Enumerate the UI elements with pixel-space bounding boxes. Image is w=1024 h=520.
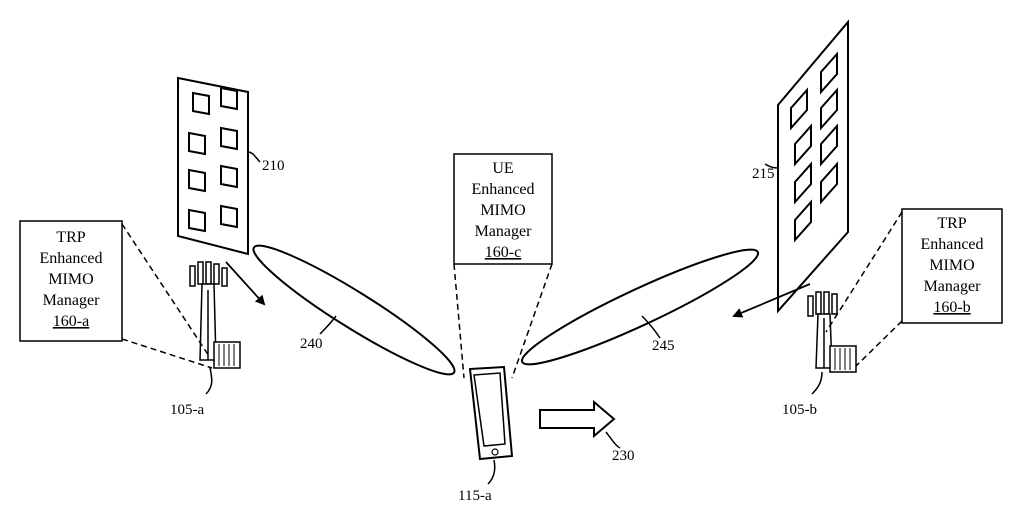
- motion-arrow-230: 230: [539, 399, 635, 464]
- antenna-panel-right: 215: [752, 19, 849, 314]
- label-105b: 105-b: [782, 402, 817, 418]
- trp-manager-right-box: [901, 208, 1003, 324]
- ue-line4: Manager: [475, 223, 533, 240]
- beam-ellipse-left: [252, 244, 456, 376]
- leader-245: [641, 315, 661, 339]
- label-240: 240: [300, 336, 323, 352]
- trp-manager-left: TRP Enhanced MIMO Manager 160-a: [19, 220, 213, 369]
- trp-manager-left-box: [19, 220, 123, 342]
- ue-line1: UE: [492, 160, 513, 177]
- leader-115a: [487, 459, 496, 485]
- trp-right-line1: TRP: [937, 215, 966, 232]
- antenna-panel-left: 210: [177, 76, 285, 256]
- ue-line3: MIMO: [480, 202, 525, 219]
- trp-left-line4: Manager: [43, 292, 101, 309]
- beam-245: 245: [520, 248, 760, 366]
- leader-215: [764, 163, 779, 169]
- label-215: 215: [752, 166, 775, 182]
- trp-right-line3: MIMO: [929, 257, 974, 274]
- dashed-link-left-bottom: [121, 338, 213, 369]
- trp-manager-right: TRP Enhanced MIMO Manager 160-b: [825, 208, 1003, 367]
- trp-right-ref: 160-b: [933, 299, 970, 316]
- ue-manager: UE Enhanced MIMO Manager 160-c: [453, 153, 553, 379]
- phone-screen: [473, 372, 506, 447]
- dashed-link-left-top: [121, 223, 210, 357]
- trp-left-line3: MIMO: [48, 271, 93, 288]
- ue-device: 115-a: [458, 365, 514, 504]
- ue-ref: 160-c: [485, 244, 521, 261]
- base-station-left: 105-a: [170, 261, 266, 418]
- beam-240: 240: [252, 244, 456, 376]
- label-105a: 105-a: [170, 402, 204, 418]
- dashed-link-ue-left: [453, 263, 465, 379]
- equipment-box-right: [829, 345, 857, 373]
- tower-antennas-left: [189, 261, 228, 287]
- leader-230: [605, 431, 621, 449]
- trp-right-line2: Enhanced: [920, 236, 983, 253]
- phone-home-button: [491, 448, 499, 456]
- leader-210: [247, 151, 261, 163]
- label-210: 210: [262, 158, 285, 174]
- leader-240: [319, 315, 337, 335]
- trp-left-ref: 160-a: [53, 313, 89, 330]
- tower-antennas-right: [807, 291, 838, 317]
- trp-left-line2: Enhanced: [39, 250, 102, 267]
- antenna-elements-left: [188, 86, 238, 233]
- trp-right-line4: Manager: [924, 278, 982, 295]
- beam-arrow-right: [732, 283, 811, 318]
- dashed-link-right-top: [825, 211, 903, 333]
- ue-manager-box: [453, 153, 553, 265]
- label-245: 245: [652, 338, 675, 354]
- antenna-elements-right: [790, 51, 838, 243]
- leader-105b: [811, 371, 823, 395]
- equipment-box-left: [213, 341, 241, 369]
- motion-arrow: [539, 399, 616, 439]
- base-station-right: 105-b: [732, 283, 857, 418]
- ue-line2: Enhanced: [471, 181, 534, 198]
- leader-105a: [205, 367, 213, 395]
- trp-left-line1: TRP: [56, 229, 85, 246]
- dashed-link-ue-right: [511, 263, 553, 379]
- beam-arrow-left: [225, 261, 266, 306]
- beam-ellipse-right: [520, 248, 760, 366]
- label-230: 230: [612, 448, 635, 464]
- dashed-link-right-bottom: [855, 320, 903, 367]
- label-115a: 115-a: [458, 488, 492, 504]
